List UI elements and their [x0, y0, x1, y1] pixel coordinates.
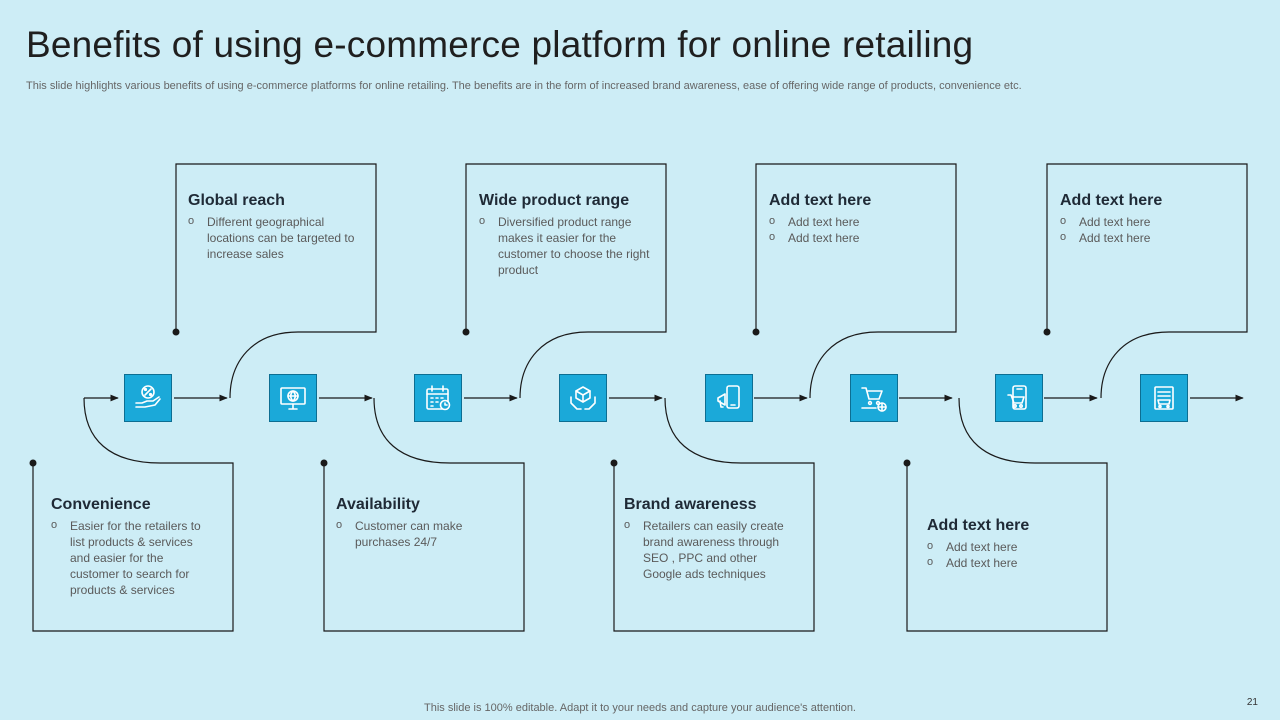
- card-title: Convenience: [51, 496, 151, 513]
- card-point: Add text here: [1060, 229, 1238, 246]
- card-global-reach: Global reach Different geographical loca…: [188, 192, 366, 262]
- phone-megaphone-icon: [705, 374, 753, 422]
- top-connector: [1046, 163, 1248, 399]
- connector-dot: [29, 459, 37, 467]
- card-point: Customer can make purchases 24/7: [336, 517, 514, 550]
- card-title: Add text here: [1060, 192, 1163, 209]
- slide-subtitle: This slide highlights various benefits o…: [26, 80, 1022, 92]
- card-point: Different geographical locations can be …: [188, 213, 366, 262]
- bottom-connector: [32, 397, 234, 632]
- card-wide-product-range: Wide product range Diversified product r…: [479, 192, 657, 278]
- discount-hand-icon: [124, 374, 172, 422]
- slide-title: Benefits of using e-commerce platform fo…: [26, 24, 974, 65]
- card-add-text-3: Add text here Add text here Add text her…: [1060, 192, 1238, 246]
- card-availability: Availability Customer can make purchases…: [336, 496, 514, 550]
- card-point: Add text here: [927, 554, 1097, 571]
- card-point: Retailers can easily create brand awaren…: [624, 517, 792, 582]
- bottom-connector: [906, 397, 1108, 632]
- connector-dot: [320, 459, 328, 467]
- card-add-text-2: Add text here Add text here Add text her…: [927, 517, 1097, 571]
- card-brand-awareness: Brand awareness Retailers can easily cre…: [624, 496, 792, 582]
- shopping-cart-globe-icon: [850, 374, 898, 422]
- card-point: Add text here: [927, 538, 1097, 555]
- connector-dot: [462, 328, 470, 336]
- card-point: Easier for the retailers to list product…: [51, 517, 213, 598]
- card-title: Add text here: [769, 192, 872, 209]
- card-title: Brand awareness: [624, 496, 757, 513]
- card-point: Add text here: [769, 213, 947, 230]
- page-number: 21: [1246, 697, 1258, 708]
- card-point: Add text here: [769, 229, 947, 246]
- card-add-text-1: Add text here Add text here Add text her…: [769, 192, 947, 246]
- connector-dot: [752, 328, 760, 336]
- connector-dot: [610, 459, 618, 467]
- top-connector: [465, 163, 667, 399]
- card-convenience: Convenience Easier for the retailers to …: [51, 496, 213, 598]
- card-title: Availability: [336, 496, 420, 513]
- bottom-connector: [613, 397, 815, 632]
- connector-dot: [1043, 328, 1051, 336]
- card-point: Add text here: [1060, 213, 1238, 230]
- connector-dot: [172, 328, 180, 336]
- slide-footer: This slide is 100% editable. Adapt it to…: [424, 702, 856, 714]
- online-store-icon: [1140, 374, 1188, 422]
- globe-monitor-icon: [269, 374, 317, 422]
- mobile-cart-icon: [995, 374, 1043, 422]
- card-point: Diversified product range makes it easie…: [479, 213, 657, 278]
- box-hands-icon: [559, 374, 607, 422]
- card-title: Add text here: [927, 517, 1030, 534]
- top-connector: [755, 163, 957, 399]
- calendar-clock-icon: [414, 374, 462, 422]
- card-title: Global reach: [188, 192, 285, 209]
- top-connector: [175, 163, 377, 399]
- bottom-connector: [323, 397, 525, 632]
- connector-dot: [903, 459, 911, 467]
- card-title: Wide product range: [479, 192, 630, 209]
